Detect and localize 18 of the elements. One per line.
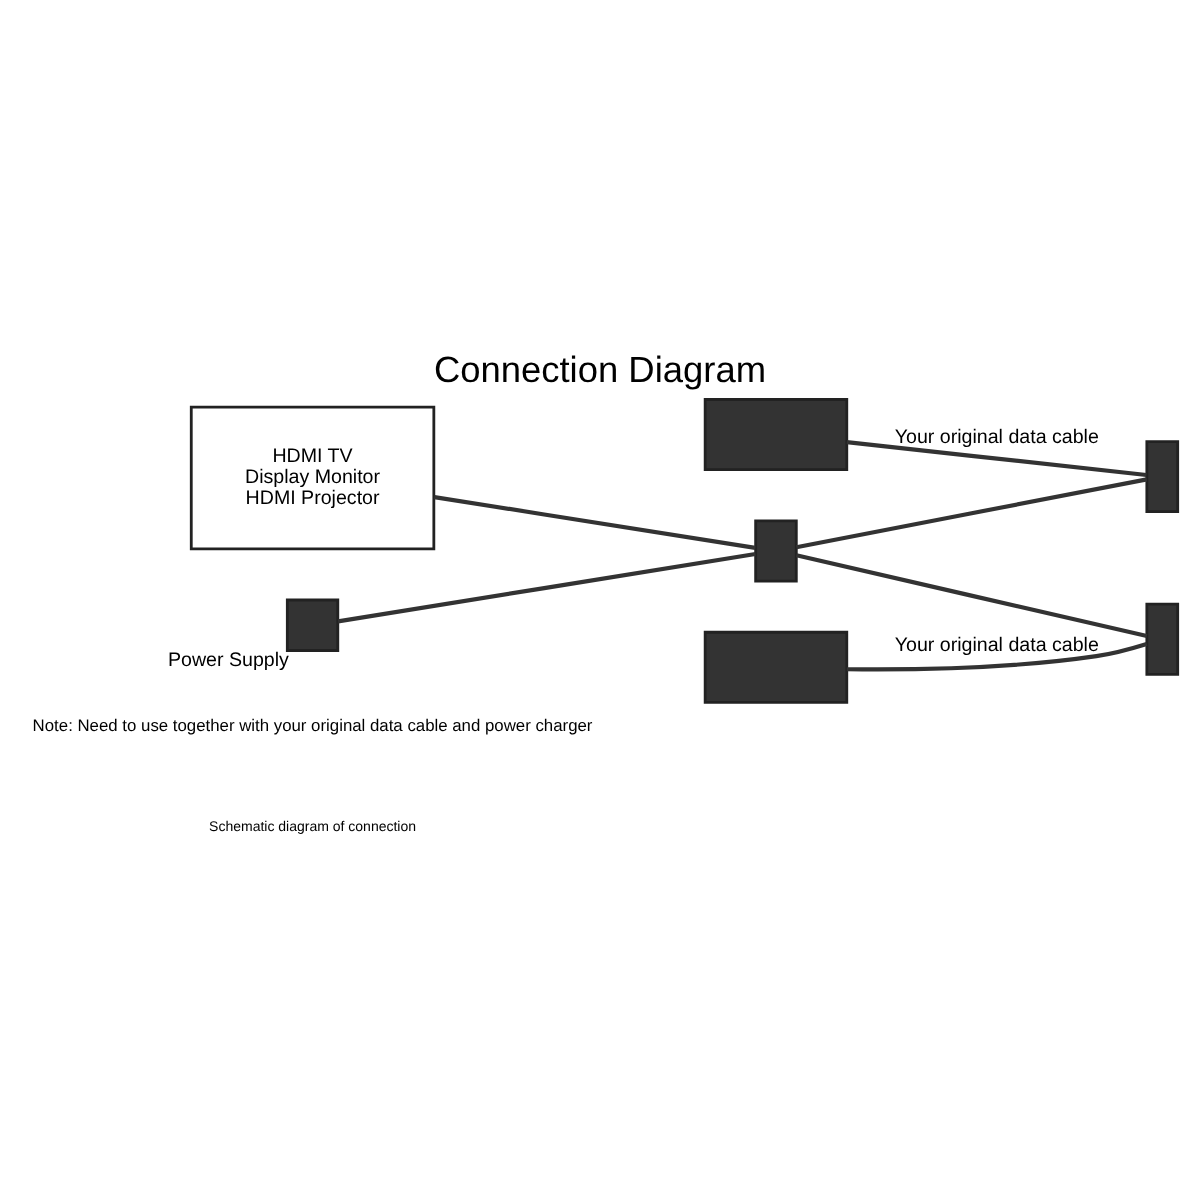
node-box [703, 630, 849, 704]
node-label: Power Supply [167, 650, 289, 673]
connector [795, 553, 1148, 639]
node-box [1145, 602, 1180, 676]
connector [796, 477, 1148, 550]
node-box [1145, 440, 1180, 514]
node-box: HDMI TV Display Monitor HDMI Projector [189, 405, 436, 551]
connector [846, 641, 1148, 672]
node-box [285, 598, 340, 652]
node-box [703, 398, 849, 471]
connector [846, 440, 1147, 478]
diagram-title: Connection Diagram [433, 350, 767, 391]
connector [434, 495, 756, 550]
node-box [754, 519, 798, 583]
edge-label: Your original data cable [894, 634, 1099, 657]
connector [337, 551, 756, 624]
edge-label: Your original data cable [894, 427, 1099, 450]
label: Note: Need to use together with your original data cable and power charger [32, 714, 593, 735]
